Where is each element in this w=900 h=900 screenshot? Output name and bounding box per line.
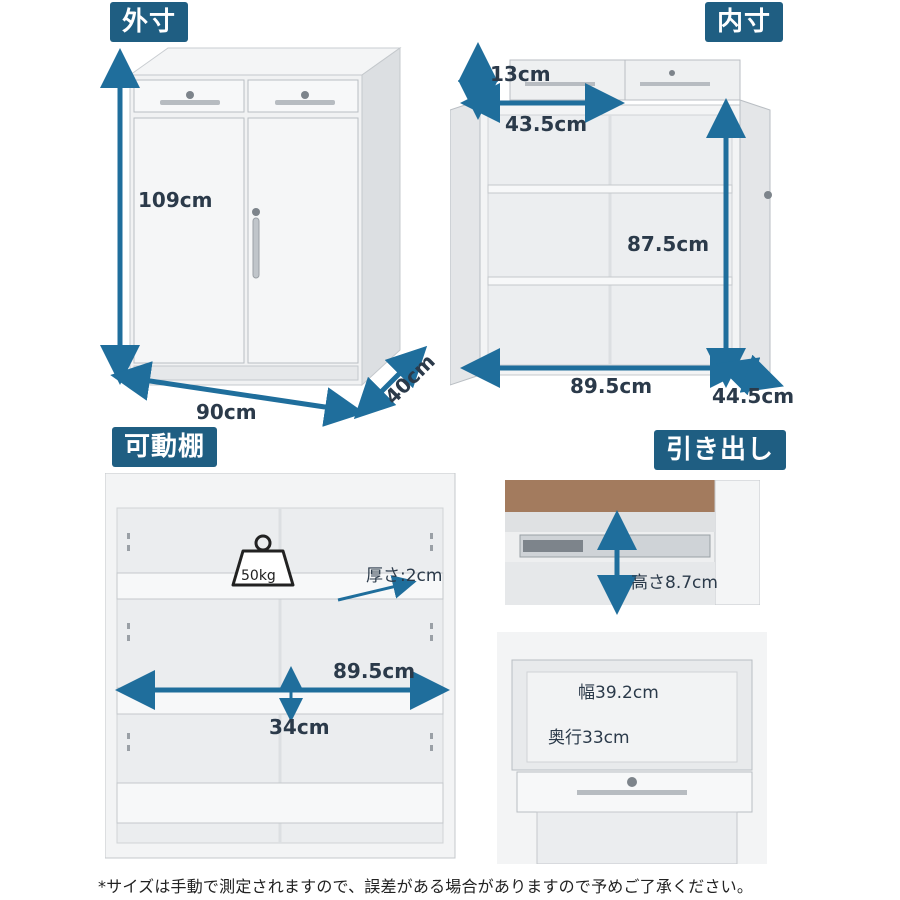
inner-drawer-width-label: 43.5cm	[505, 112, 588, 136]
outer-size-tag: 外寸	[110, 2, 189, 42]
outer-height-label: 109cm	[138, 188, 213, 212]
shelf-weight-label: 50kg	[241, 568, 276, 584]
open-drawer-illustration	[497, 632, 767, 864]
inner-depth-label: 44.5cm	[712, 384, 795, 408]
inner-size-tag: 内寸	[705, 2, 784, 42]
drawer-height-label: 高さ8.7cm	[631, 573, 718, 593]
footer-note: *サイズは手動で測定されますので、誤差がある場合がありますので予めご了承ください…	[98, 877, 754, 896]
shelf-cabinet-illustration	[105, 473, 460, 863]
outer-cabinet-illustration	[100, 40, 460, 440]
inner-cabinet-illustration	[450, 55, 780, 390]
shelf-width-label: 89.5cm	[333, 659, 416, 683]
weight-icon	[231, 534, 295, 587]
shelf-spacing-label: 34cm	[269, 715, 330, 739]
drawer-width-label: 幅39.2cm	[578, 683, 659, 703]
movable-shelf-tag: 可動棚	[112, 427, 218, 467]
inner-height-label: 87.5cm	[627, 232, 710, 256]
shelf-thickness-label: 厚さ:2cm	[366, 566, 443, 586]
inner-width-label: 89.5cm	[570, 374, 653, 398]
drawer-tag: 引き出し	[654, 430, 787, 470]
drawer-depth-label: 奥行33cm	[548, 728, 630, 748]
inner-drawer-height-label: 13cm	[490, 62, 551, 86]
outer-width-label: 90cm	[196, 400, 257, 424]
